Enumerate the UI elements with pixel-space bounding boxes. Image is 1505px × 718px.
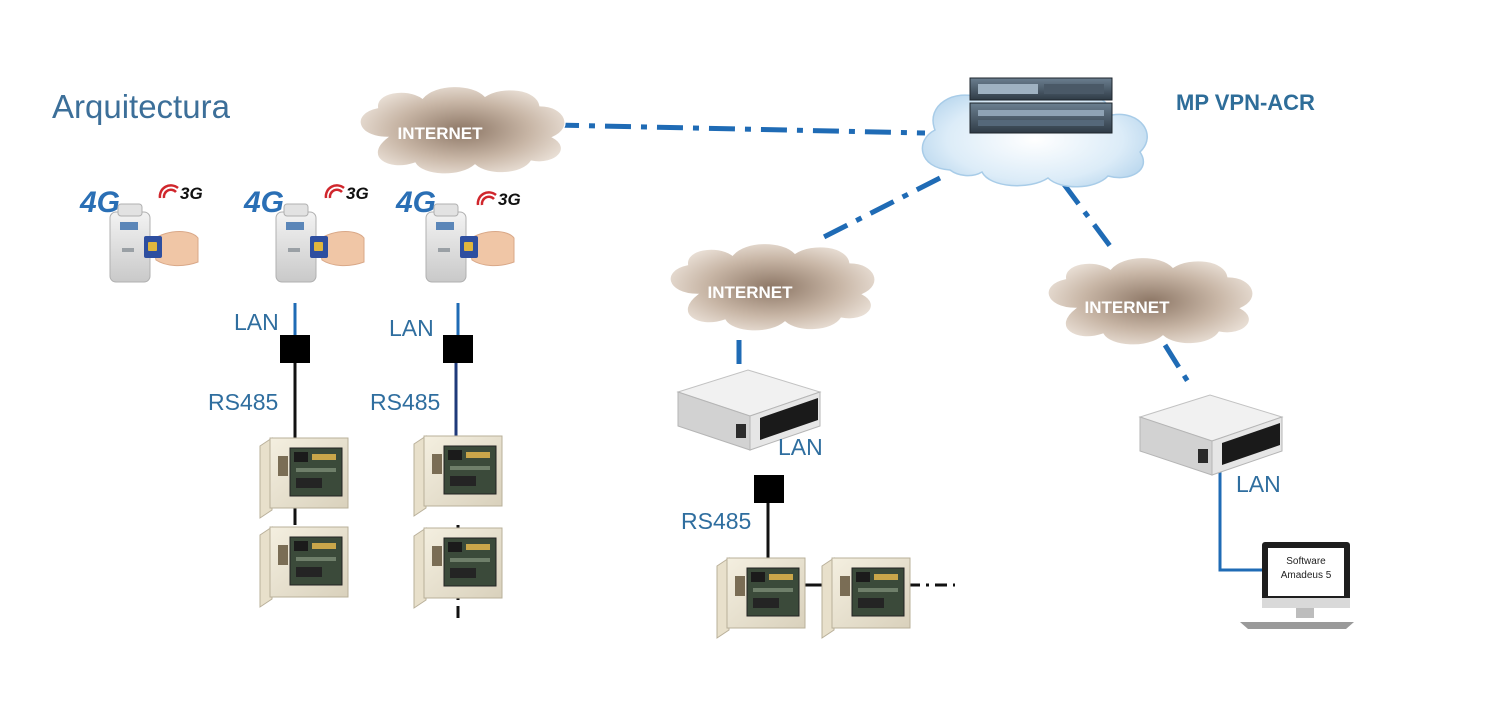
internet-cloud-2-label: INTERNET xyxy=(708,283,794,302)
vpn-server xyxy=(921,77,1148,188)
badge-4g-icon: 4G xyxy=(243,186,284,219)
badge-4g-icon: 4G xyxy=(79,186,120,219)
link-internet3-router2 xyxy=(1162,343,1193,387)
controller-panel-2 xyxy=(259,526,349,608)
rs485-label-1: RS485 xyxy=(208,389,279,415)
signal-icon xyxy=(158,184,179,199)
converter-box-icon xyxy=(754,475,784,503)
gsm-modem-1 xyxy=(109,203,199,283)
lan-links xyxy=(293,303,1262,572)
converter-box-icon xyxy=(280,335,310,363)
gsm-modem-icon xyxy=(275,203,365,283)
gsm-modem-icon xyxy=(109,203,199,283)
badge-3g-icon: 3G xyxy=(498,190,521,209)
lan-label-4: LAN xyxy=(1236,471,1281,497)
controller-panel-icon xyxy=(821,557,911,639)
controller-panel-4 xyxy=(413,527,503,609)
controller-panel-icon xyxy=(259,526,349,608)
continuation-dashes xyxy=(456,525,955,622)
converter-box-icon xyxy=(443,335,473,363)
controller-panel-3 xyxy=(413,435,503,517)
controller-panel-icon xyxy=(259,437,349,519)
lan-label-2: LAN xyxy=(389,315,434,341)
link-vpn-internet3 xyxy=(1060,181,1113,248)
controller-panel-6 xyxy=(821,557,911,639)
badge-3g-icon: 3G xyxy=(180,184,203,203)
vpn-server-label: MP VPN-ACR xyxy=(1176,90,1315,115)
internet-cloud-3-label: INTERNET xyxy=(1085,298,1171,317)
signal-icon xyxy=(476,191,497,206)
gsm-modem-3 xyxy=(425,203,515,283)
wan-links xyxy=(552,122,1193,387)
software-line-1: Software xyxy=(1286,556,1326,567)
link-internet1-vpn xyxy=(552,122,926,136)
badge-3g-icon: 3G xyxy=(346,184,369,203)
controller-panel-5 xyxy=(716,557,806,639)
rs485-label-3: RS485 xyxy=(681,508,752,534)
gsm-modem-2 xyxy=(275,203,365,283)
router-icon xyxy=(1139,394,1283,476)
lan-label-1: LAN xyxy=(234,309,279,335)
link-vpn-internet2 xyxy=(816,175,942,243)
software-line-2: Amadeus 5 xyxy=(1281,570,1332,581)
controller-panel-icon xyxy=(716,557,806,639)
controller-panel-icon xyxy=(413,435,503,517)
rs485-label-2: RS485 xyxy=(370,389,441,415)
signal-icon xyxy=(324,184,345,199)
internet-cloud-1-label: INTERNET xyxy=(398,124,484,143)
badge-4g-icon: 4G xyxy=(395,186,436,219)
lan-label-3: LAN xyxy=(778,434,823,460)
computer-monitor-icon: Software Amadeus 5 xyxy=(1240,542,1354,629)
router-2 xyxy=(1139,394,1283,476)
controller-panel-icon xyxy=(413,527,503,609)
server-rack-icon xyxy=(969,77,1113,134)
controller-panel-1 xyxy=(259,437,349,519)
gsm-modem-icon xyxy=(425,203,515,283)
page-title: Arquitectura xyxy=(52,88,230,125)
network-badges: 4G 4G 4G 3G 3G 3G xyxy=(79,184,521,219)
